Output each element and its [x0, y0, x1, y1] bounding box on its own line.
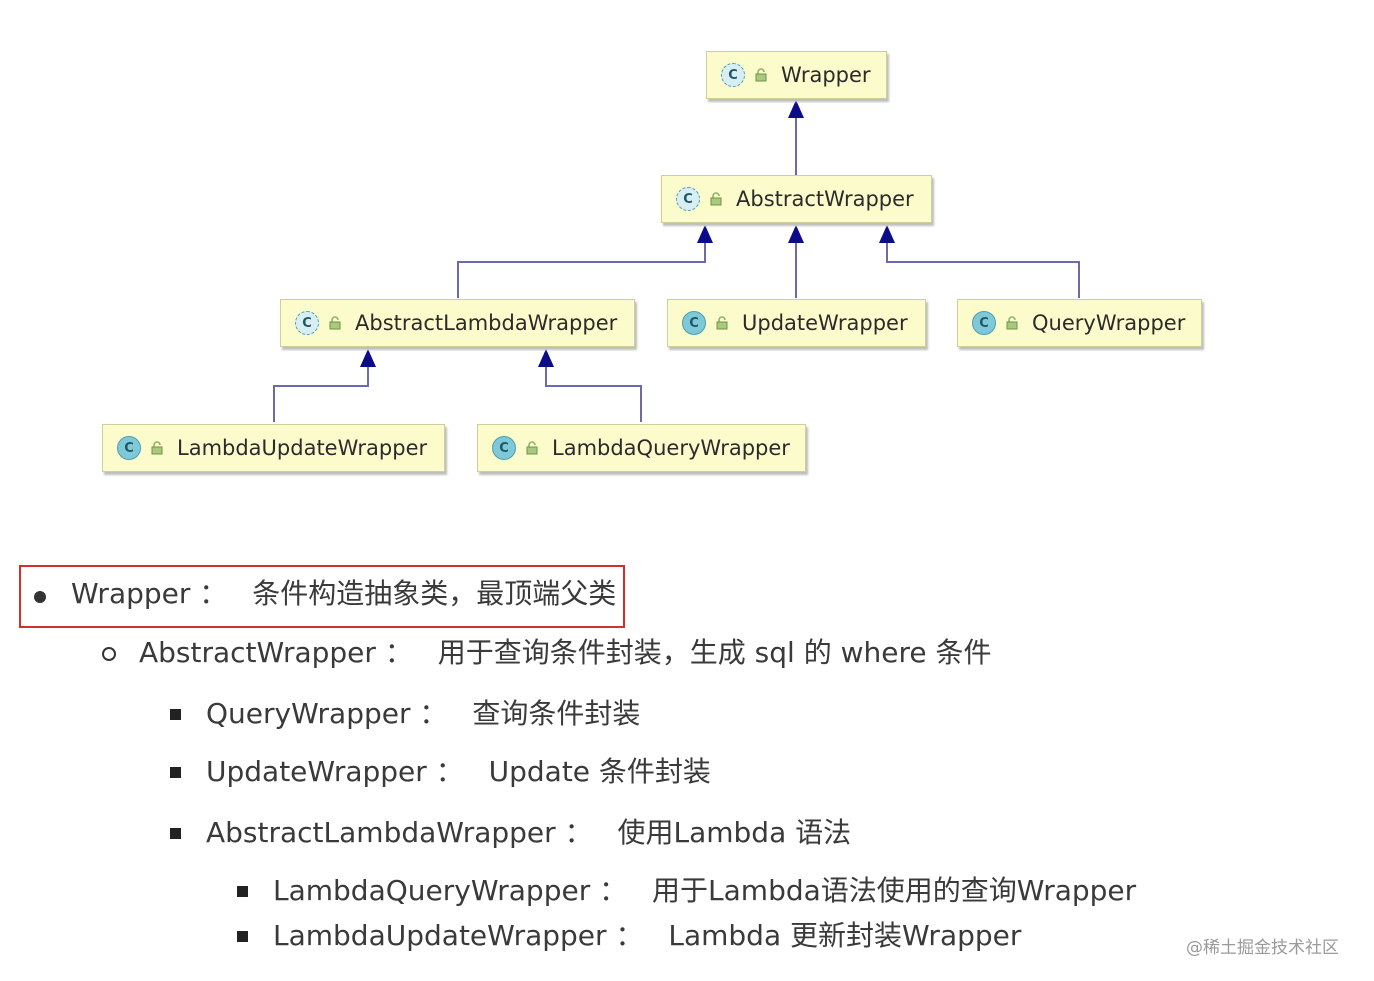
- lock-icon: [329, 316, 341, 330]
- arrowhead: [788, 225, 804, 243]
- item-description: 查询条件封装: [472, 697, 641, 730]
- arrowhead: [360, 349, 376, 367]
- item-description: 条件构造抽象类，最顶端父类: [252, 577, 617, 610]
- item-description: Lambda 更新封装Wrapper: [668, 919, 1022, 952]
- class-node-abstractlambdawrapper: C AbstractLambdaWrapper: [280, 299, 635, 347]
- class-icon: C: [972, 311, 996, 335]
- class-name: LambdaQueryWrapper: [552, 436, 790, 460]
- item-name: LambdaQueryWrapper: [273, 874, 591, 907]
- item-name: UpdateWrapper: [206, 755, 427, 788]
- item-separator: ：: [384, 636, 413, 669]
- list-item-querywrapper: QueryWrapper ： 查询条件封装: [206, 700, 640, 728]
- class-name: AbstractLambdaWrapper: [355, 311, 618, 335]
- bullet-square: [170, 828, 181, 839]
- list-item-lambdaquerywrapper: LambdaQueryWrapper ： 用于Lambda语法使用的查询Wrap…: [273, 877, 1136, 905]
- list-item-abstractlambdawrapper: AbstractLambdaWrapper ： 使用Lambda 语法: [206, 819, 851, 847]
- list-item-wrapper: Wrapper ： 条件构造抽象类，最顶端父类: [71, 580, 616, 608]
- bullet-square: [237, 886, 248, 897]
- arrowhead: [697, 225, 713, 243]
- arrowhead: [879, 225, 895, 243]
- lock-icon: [526, 441, 538, 455]
- class-node-abstractwrapper: C AbstractWrapper: [661, 175, 932, 223]
- item-separator: ：: [419, 697, 448, 730]
- class-node-lambdaupdatewrapper: C LambdaUpdateWrapper: [102, 424, 445, 472]
- item-separator: ：: [599, 874, 628, 907]
- item-separator: ：: [435, 755, 464, 788]
- list-item-updatewrapper: UpdateWrapper ： Update 条件封装: [206, 758, 711, 786]
- lock-icon: [1006, 316, 1018, 330]
- bullet-square: [170, 767, 181, 778]
- class-node-updatewrapper: C UpdateWrapper: [667, 299, 926, 347]
- highlight-box: [19, 565, 625, 628]
- class-name: Wrapper: [781, 63, 871, 87]
- class-node-lambdaquerywrapper: C LambdaQueryWrapper: [477, 424, 806, 472]
- arrowhead: [538, 349, 554, 367]
- bullet-disc: [34, 591, 46, 603]
- abstract-class-icon: C: [295, 311, 319, 335]
- class-name: LambdaUpdateWrapper: [177, 436, 428, 460]
- bullet-square: [237, 931, 248, 942]
- watermark: @稀土掘金技术社区: [1186, 938, 1339, 958]
- item-description: 用于查询条件封装，生成 sql 的 where 条件: [437, 636, 992, 669]
- lock-icon: [151, 441, 163, 455]
- class-icon: C: [117, 436, 141, 460]
- item-separator: ：: [564, 816, 593, 849]
- item-separator: ：: [199, 577, 228, 610]
- lock-icon: [755, 68, 767, 82]
- abstract-class-icon: C: [676, 187, 700, 211]
- class-name: QueryWrapper: [1032, 311, 1186, 335]
- class-icon: C: [492, 436, 516, 460]
- item-name: QueryWrapper: [206, 697, 411, 730]
- item-name: AbstractLambdaWrapper: [206, 816, 556, 849]
- lock-icon: [710, 192, 722, 206]
- class-hierarchy-diagram: [273, 100, 1080, 422]
- item-description: 用于Lambda语法使用的查询Wrapper: [652, 874, 1137, 907]
- class-name: AbstractWrapper: [736, 187, 914, 211]
- class-node-querywrapper: C QueryWrapper: [957, 299, 1202, 347]
- edge-querywrapper-to-abstractwrapper: [886, 238, 1080, 298]
- bullet-circle: [102, 647, 116, 661]
- list-item-abstractwrapper: AbstractWrapper ： 用于查询条件封装，生成 sql 的 wher…: [139, 639, 992, 667]
- abstract-class-icon: C: [721, 63, 745, 87]
- item-name: Wrapper: [71, 577, 191, 610]
- list-item-lambdaupdatewrapper: LambdaUpdateWrapper ： Lambda 更新封装Wrapper: [273, 922, 1021, 950]
- edge-abstractlambdawrapper-to-abstractwrapper: [457, 238, 706, 298]
- edge-lambdaupdatewrapper-to-abstractlambdawrapper: [273, 362, 369, 422]
- arrowhead: [788, 100, 804, 118]
- item-separator: ：: [615, 919, 644, 952]
- class-name: UpdateWrapper: [742, 311, 908, 335]
- bullet-square: [170, 709, 181, 720]
- class-node-wrapper: C Wrapper: [706, 51, 887, 99]
- item-name: AbstractWrapper: [139, 636, 376, 669]
- item-description: 使用Lambda 语法: [617, 816, 852, 849]
- lock-icon: [716, 316, 728, 330]
- item-description: Update 条件封装: [488, 755, 711, 788]
- item-name: LambdaUpdateWrapper: [273, 919, 607, 952]
- edge-lambdaquerywrapper-to-abstractlambdawrapper: [545, 362, 642, 422]
- class-icon: C: [682, 311, 706, 335]
